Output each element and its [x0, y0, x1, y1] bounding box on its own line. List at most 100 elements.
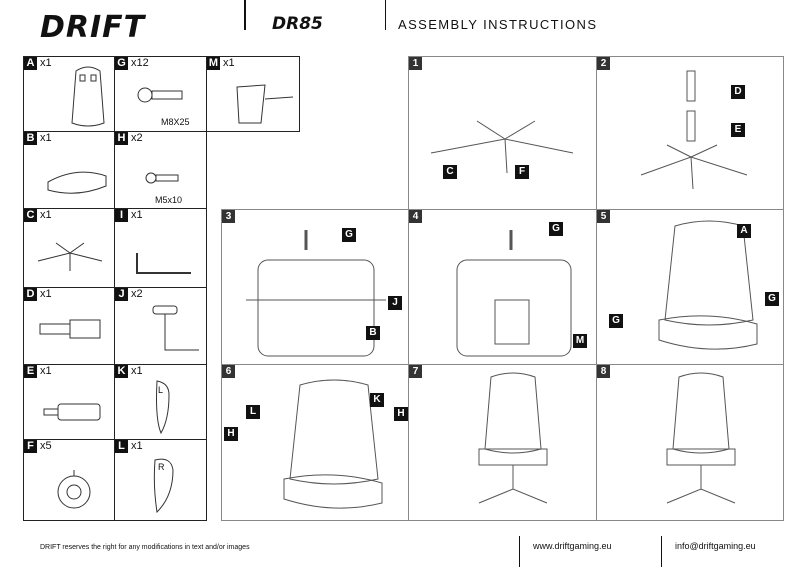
step-number: 4	[409, 210, 422, 223]
step-1: 1 C F	[408, 56, 597, 210]
disclaimer: DRIFT reserves the right for any modific…	[40, 544, 250, 551]
backrest-mount-diagram	[658, 220, 758, 350]
cover-mount-diagram	[283, 379, 383, 509]
part-g: G x12 M8X25	[114, 56, 207, 132]
part-k: K x1 L	[114, 364, 207, 440]
brand-logo: DRIFT	[40, 10, 146, 45]
callout-l: L	[246, 405, 260, 419]
part-qty: x1	[131, 440, 143, 452]
part-qty: x2	[131, 132, 143, 144]
callout-f: F	[515, 165, 529, 179]
part-label: D	[24, 288, 37, 301]
chair-complete-diagram	[666, 372, 736, 504]
part-h: H x2 M5x10	[114, 131, 207, 209]
step-number: 6	[222, 365, 235, 378]
part-qty: x1	[223, 57, 235, 69]
part-qty: x12	[131, 57, 149, 69]
armrest-icon	[152, 305, 199, 351]
step-8: 8	[596, 364, 784, 521]
part-label: J	[115, 288, 128, 301]
caster-wheel-icon	[57, 470, 91, 509]
step-6: 6 L K H H	[221, 364, 409, 521]
website-link[interactable]: www.driftgaming.eu	[533, 541, 612, 551]
callout-g: G	[342, 228, 356, 242]
part-d: D x1	[23, 287, 115, 365]
part-label: B	[24, 132, 37, 145]
page-title: ASSEMBLY INSTRUCTIONS	[398, 17, 598, 32]
mechanism-mount-diagram	[456, 230, 572, 357]
email-link[interactable]: info@driftgaming.eu	[675, 541, 756, 551]
model-logo: DR85	[272, 14, 323, 34]
bolt-icon	[137, 87, 183, 103]
part-j: J x2	[114, 287, 207, 365]
part-qty: x2	[131, 288, 143, 300]
part-e: E x1	[23, 364, 115, 440]
part-spec: M8X25	[161, 117, 190, 127]
part-l: L x1 R	[114, 439, 207, 521]
part-label: E	[24, 365, 37, 378]
base-icon	[37, 242, 103, 271]
part-qty: x1	[131, 209, 143, 221]
part-label: A	[24, 57, 37, 70]
part-a: A x1	[23, 56, 115, 132]
callout-g: G	[765, 292, 779, 306]
screw-icon	[145, 172, 179, 184]
part-label: C	[24, 209, 37, 222]
part-label: H	[115, 132, 128, 145]
callout-g: G	[549, 222, 563, 236]
callout-a: A	[737, 224, 751, 238]
callout-d: D	[731, 85, 745, 99]
allen-key-icon	[136, 253, 191, 274]
base-lift-diagram	[640, 70, 748, 190]
part-f: F x5	[23, 439, 115, 521]
part-qty: x5	[40, 440, 52, 452]
seat-mount-diagram	[246, 230, 386, 357]
header-divider	[385, 0, 386, 30]
callout-h: H	[224, 427, 238, 441]
part-c: C x1	[23, 208, 115, 288]
part-qty: x1	[131, 365, 143, 377]
part-qty: x1	[40, 132, 52, 144]
footer-divider	[519, 536, 520, 567]
backrest-icon	[71, 66, 105, 127]
step-number: 8	[597, 365, 610, 378]
callout-m: M	[573, 334, 587, 348]
gas-lift-icon	[43, 403, 101, 421]
part-spec: M5x10	[155, 195, 183, 205]
step-number: 7	[409, 365, 422, 378]
part-b: B x1	[23, 131, 115, 209]
cover-left-icon	[156, 380, 170, 435]
part-qty: x1	[40, 209, 52, 221]
step-number: 1	[409, 57, 422, 70]
chair-assembled-diagram	[478, 372, 548, 504]
step-number: 5	[597, 210, 610, 223]
step-7: 7	[408, 364, 597, 521]
callout-h: H	[394, 407, 408, 421]
gas-cover-icon	[39, 319, 101, 339]
part-label: I	[115, 209, 128, 222]
part-qty: x1	[40, 288, 52, 300]
step-3: 3 G J B	[221, 209, 409, 365]
part-mark: R	[158, 462, 165, 472]
part-qty: x1	[40, 365, 52, 377]
cover-right-icon	[153, 458, 174, 514]
step-4: 4 G M	[408, 209, 597, 365]
footer-divider	[661, 536, 662, 567]
part-label: K	[115, 365, 128, 378]
part-label: L	[115, 440, 128, 453]
step-5: 5 A G G	[596, 209, 784, 365]
callout-j: J	[388, 296, 402, 310]
callout-b: B	[366, 326, 380, 340]
part-label: F	[24, 440, 37, 453]
step-number: 3	[222, 210, 235, 223]
part-label: M	[207, 57, 220, 70]
callout-e: E	[731, 123, 745, 137]
callout-c: C	[443, 165, 457, 179]
base-diagram	[430, 120, 574, 174]
header-divider	[244, 0, 246, 30]
part-m: M x1	[206, 56, 300, 132]
part-qty: x1	[40, 57, 52, 69]
callout-k: K	[370, 393, 384, 407]
step-2: 2 D E	[596, 56, 784, 210]
mechanism-icon	[236, 84, 294, 124]
